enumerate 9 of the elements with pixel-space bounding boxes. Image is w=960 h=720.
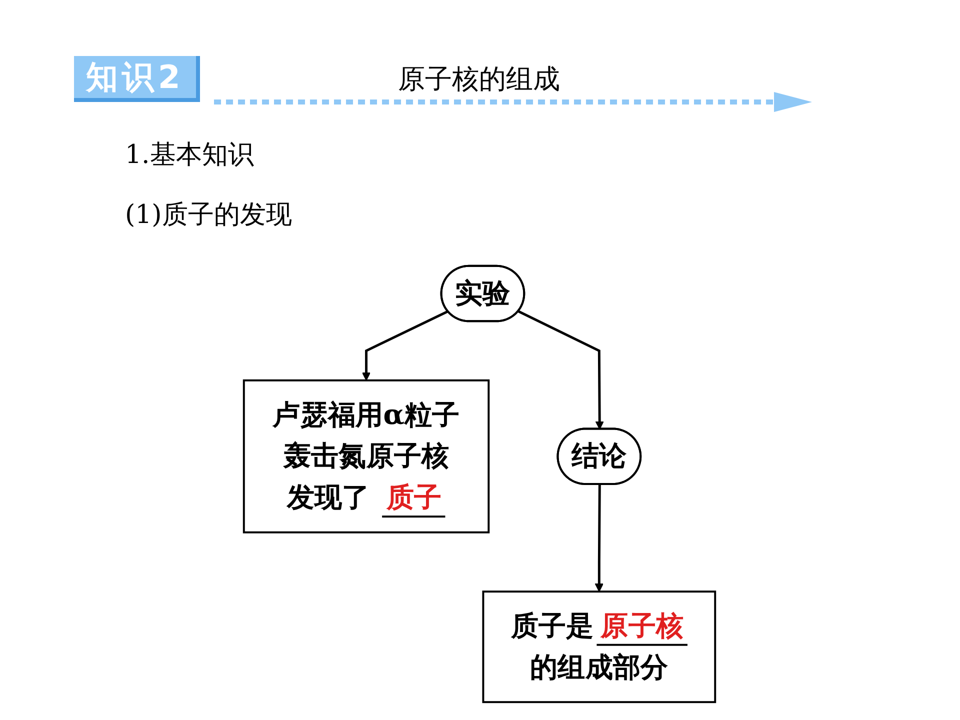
- title: 原子核的组成: [398, 63, 560, 97]
- section-badge: 知识2: [74, 56, 200, 102]
- arrow: [518, 310, 604, 430]
- arrow: [362, 310, 449, 381]
- arrow: [595, 484, 604, 592]
- subsection-heading: (1)质子的发现: [125, 199, 292, 232]
- node-box: 卢瑟福用α粒子轰击氮原子核发现了 质子: [243, 379, 490, 534]
- section-heading: 1.基本知识: [125, 139, 254, 172]
- node-box: 质子是 原子核 的组成部分: [482, 590, 717, 704]
